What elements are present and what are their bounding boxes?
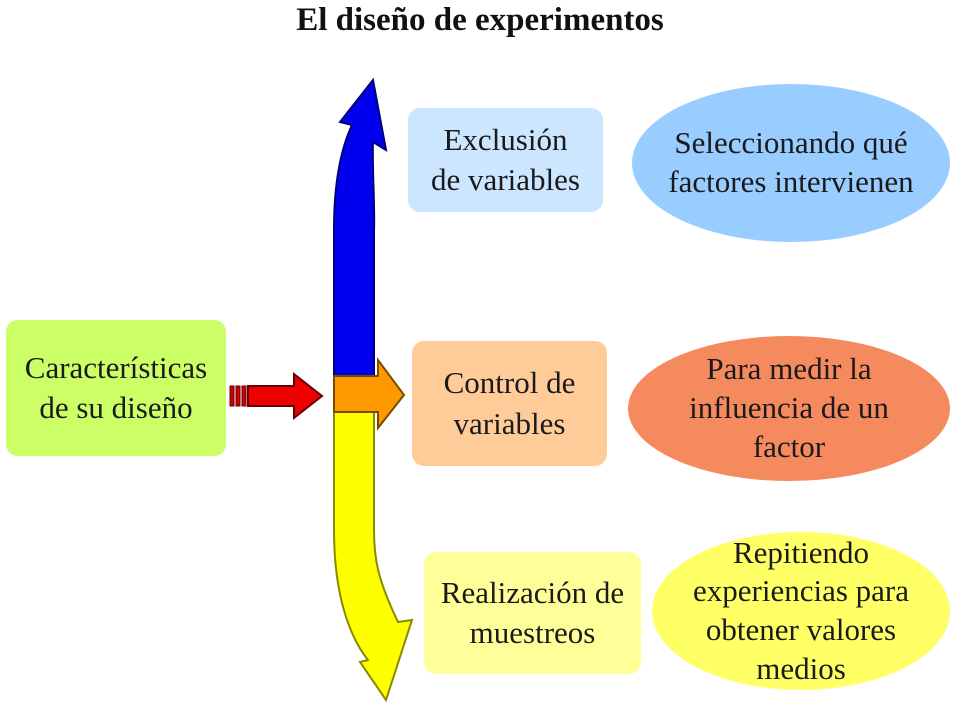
sampling-box: Realización de muestreos	[424, 552, 641, 674]
oval-3-line-4: medios	[756, 650, 846, 686]
repeating-experiences-oval: Repitiendo experiencias para obtener val…	[652, 532, 950, 690]
measure-influence-oval: Para medir la influencia de un factor	[628, 336, 950, 481]
oval-3-line-2: experiencias para	[692, 573, 909, 609]
oval-1-line-2: factores intervienen	[668, 164, 914, 199]
oval-1-line-1: Seleccionando qué	[674, 125, 908, 161]
sampling-box-line-1: Realización de	[440, 574, 625, 610]
exclusion-box: Exclusión de variables	[408, 108, 603, 212]
oval-2-line-1: Para medir la	[706, 351, 872, 387]
oval-2-line-2: influencia de un	[689, 390, 889, 426]
page-title: El diseño de experimentos	[296, 2, 664, 38]
control-box-line-1: Control de	[443, 365, 576, 401]
main-characteristics-box: Características de su diseño	[6, 320, 226, 456]
oval-2-line-3: factor	[752, 428, 826, 464]
main-box-line-1: Características	[24, 349, 208, 385]
control-box: Control de variables	[412, 341, 607, 466]
oval-3-line-1: Repitiendo	[732, 534, 870, 570]
exclusion-box-line-2: de variables	[431, 162, 580, 197]
red-input-arrow	[229, 371, 324, 421]
exclusion-box-line-1: Exclusión	[443, 121, 568, 157]
orange-right-arrow	[333, 356, 406, 431]
control-box-line-2: variables	[453, 405, 566, 441]
main-box-line-2: de su diseño	[39, 390, 193, 425]
yellow-down-arrow	[333, 375, 414, 703]
sampling-box-line-2: muestreos	[469, 615, 596, 650]
blue-up-arrow	[333, 77, 388, 377]
oval-3-line-3: obtener valores	[705, 612, 897, 647]
selecting-factors-oval: Seleccionando qué factores intervienen	[632, 84, 950, 242]
